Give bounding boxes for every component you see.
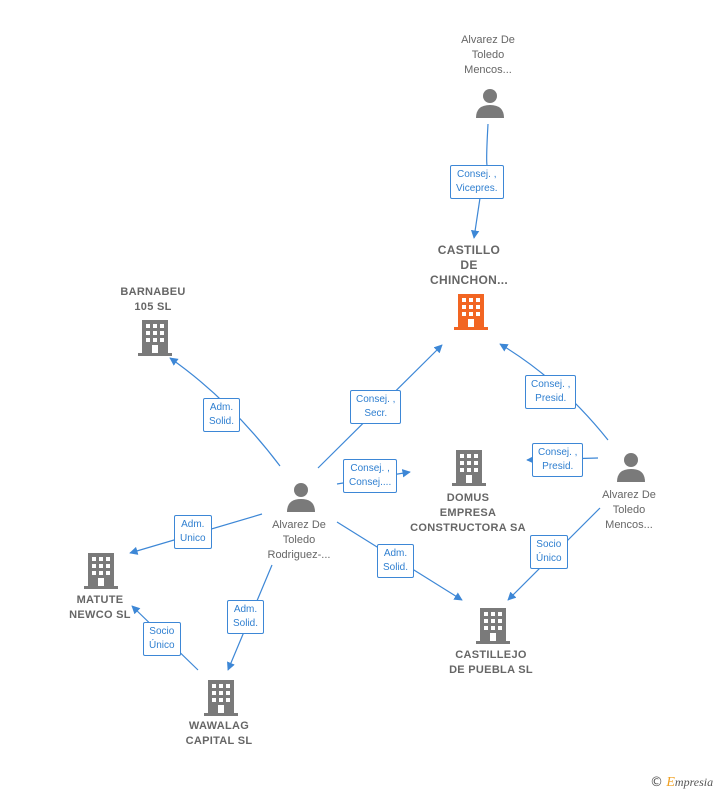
edge-label-top-to-chinchon[interactable]: Consej. , Vicepres.: [450, 165, 504, 199]
building-icon-domus[interactable]: [452, 450, 486, 491]
node-label-castillejo[interactable]: CASTILLEJO DE PUEBLA SL: [421, 648, 561, 678]
edge-label-center-to-domus-line: Consej....: [349, 477, 392, 488]
node-label-person-right-line: Toledo: [612, 504, 646, 516]
node-label-castillo-chinchon-line: DE: [460, 258, 478, 272]
edge-label-right-to-castillejo-line: Socio: [536, 539, 562, 550]
edge-label-top-to-chinchon-line: Consej. ,: [457, 169, 497, 180]
building-icon-castillejo[interactable]: [476, 608, 510, 649]
node-label-matute[interactable]: MATUTE NEWCO SL: [30, 593, 170, 623]
edge-label-center-to-barnabeu[interactable]: Adm. Solid.: [203, 398, 241, 432]
edge-label-center-to-chinchon-line: Consej. ,: [356, 394, 396, 405]
node-label-person-right-line: Alvarez De: [602, 489, 656, 501]
edge-label-top-to-chinchon-line: Vicepres.: [456, 183, 498, 194]
edge-label-center-to-domus-line: Consej. ,: [350, 463, 390, 474]
node-label-person-center-line: Rodriguez-...: [267, 549, 331, 561]
edge-label-center-to-matute-line: Unico: [180, 533, 206, 544]
building-icon-castillo-chinchon[interactable]: [454, 294, 488, 335]
node-label-castillejo-line: DE PUEBLA SL: [449, 664, 533, 676]
node-label-domus[interactable]: DOMUS EMPRESA CONSTRUCTORA SA: [398, 491, 538, 536]
node-label-wawalag-line: CAPITAL SL: [185, 735, 253, 747]
brand-name: mpresia: [674, 775, 714, 789]
edge-line-top-to-chinchon-b: [470, 197, 481, 239]
edge-label-center-to-wawalag[interactable]: Adm. Solid.: [227, 600, 265, 634]
edge-label-center-to-castillejo-line: Adm.: [383, 548, 408, 559]
edge-label-center-to-matute-line: Adm.: [181, 519, 205, 530]
node-label-barnabeu[interactable]: BARNABEU 105 SL: [83, 285, 223, 315]
edge-label-center-to-matute[interactable]: Adm. Unico: [174, 515, 212, 549]
edge-label-center-to-domus[interactable]: Consej. , Consej....: [343, 459, 398, 493]
node-label-person-center-line: Toledo: [282, 534, 316, 546]
node-label-matute-line: NEWCO SL: [69, 609, 131, 621]
building-icon-wawalag[interactable]: [204, 680, 238, 721]
person-icon-top[interactable]: [475, 88, 505, 123]
node-label-wawalag[interactable]: WAWALAG CAPITAL SL: [149, 719, 289, 749]
edge-label-right-to-domus[interactable]: Consej. , Presid.: [532, 443, 584, 477]
node-label-castillo-chinchon-line: CASTILLO: [437, 243, 501, 257]
edge-label-center-to-castillejo[interactable]: Adm. Solid.: [377, 544, 415, 578]
edge-label-right-to-chinchon-line: Presid.: [535, 393, 567, 404]
copyright-symbol: ©: [650, 775, 663, 790]
node-label-person-right-line: Mencos...: [605, 519, 653, 531]
edge-label-wawalag-to-matute-line: Socio: [149, 626, 175, 637]
node-label-domus-line: DOMUS: [446, 492, 490, 504]
node-label-person-center-line: Alvarez De: [272, 519, 326, 531]
edge-label-wawalag-to-matute-line: Único: [149, 640, 175, 651]
node-label-domus-line: EMPRESA: [439, 507, 497, 519]
edge-label-center-to-castillejo-line: Solid.: [383, 562, 409, 573]
brand-logo: Empresia: [666, 775, 714, 790]
building-icon-matute[interactable]: [84, 553, 118, 594]
person-icon-right[interactable]: [616, 452, 646, 487]
edge-label-center-to-chinchon[interactable]: Consej. , Secr.: [350, 390, 402, 424]
node-label-person-top-line: Toledo: [471, 49, 505, 61]
edge-line-top-to-chinchon: [486, 123, 489, 166]
edge-label-center-to-barnabeu-line: Adm.: [209, 402, 234, 413]
node-label-castillo-chinchon-line: CHINCHON...: [430, 273, 508, 287]
edge-label-center-to-barnabeu-line: Solid.: [209, 416, 235, 427]
building-icon-barnabeu[interactable]: [138, 320, 172, 361]
node-label-matute-line: MATUTE: [76, 594, 124, 606]
node-label-barnabeu-line: BARNABEU: [120, 286, 186, 298]
node-label-wawalag-line: WAWALAG: [188, 720, 250, 732]
edge-label-right-to-domus-line: Consej. ,: [538, 447, 578, 458]
edge-label-center-to-wawalag-line: Adm.: [233, 604, 258, 615]
edge-label-right-to-domus-line: Presid.: [542, 461, 574, 472]
edge-label-right-to-chinchon-line: Consej. ,: [531, 379, 571, 390]
person-icon-center[interactable]: [286, 482, 316, 517]
node-label-domus-line: CONSTRUCTORA SA: [410, 522, 526, 534]
edge-label-right-to-chinchon[interactable]: Consej. , Presid.: [525, 375, 577, 409]
edge-label-center-to-chinchon-line: Secr.: [364, 408, 388, 419]
edge-label-right-to-castillejo-line: Único: [536, 553, 562, 564]
edge-label-center-to-wawalag-line: Solid.: [233, 618, 259, 629]
node-label-barnabeu-line: 105 SL: [134, 301, 172, 313]
node-label-castillejo-line: CASTILLEJO: [455, 649, 527, 661]
brand-initial: E: [666, 775, 675, 790]
node-label-person-top-line: Alvarez De: [461, 34, 515, 46]
node-label-person-top-line: Mencos...: [464, 64, 512, 76]
footer-brand: © Empresia: [650, 775, 713, 791]
